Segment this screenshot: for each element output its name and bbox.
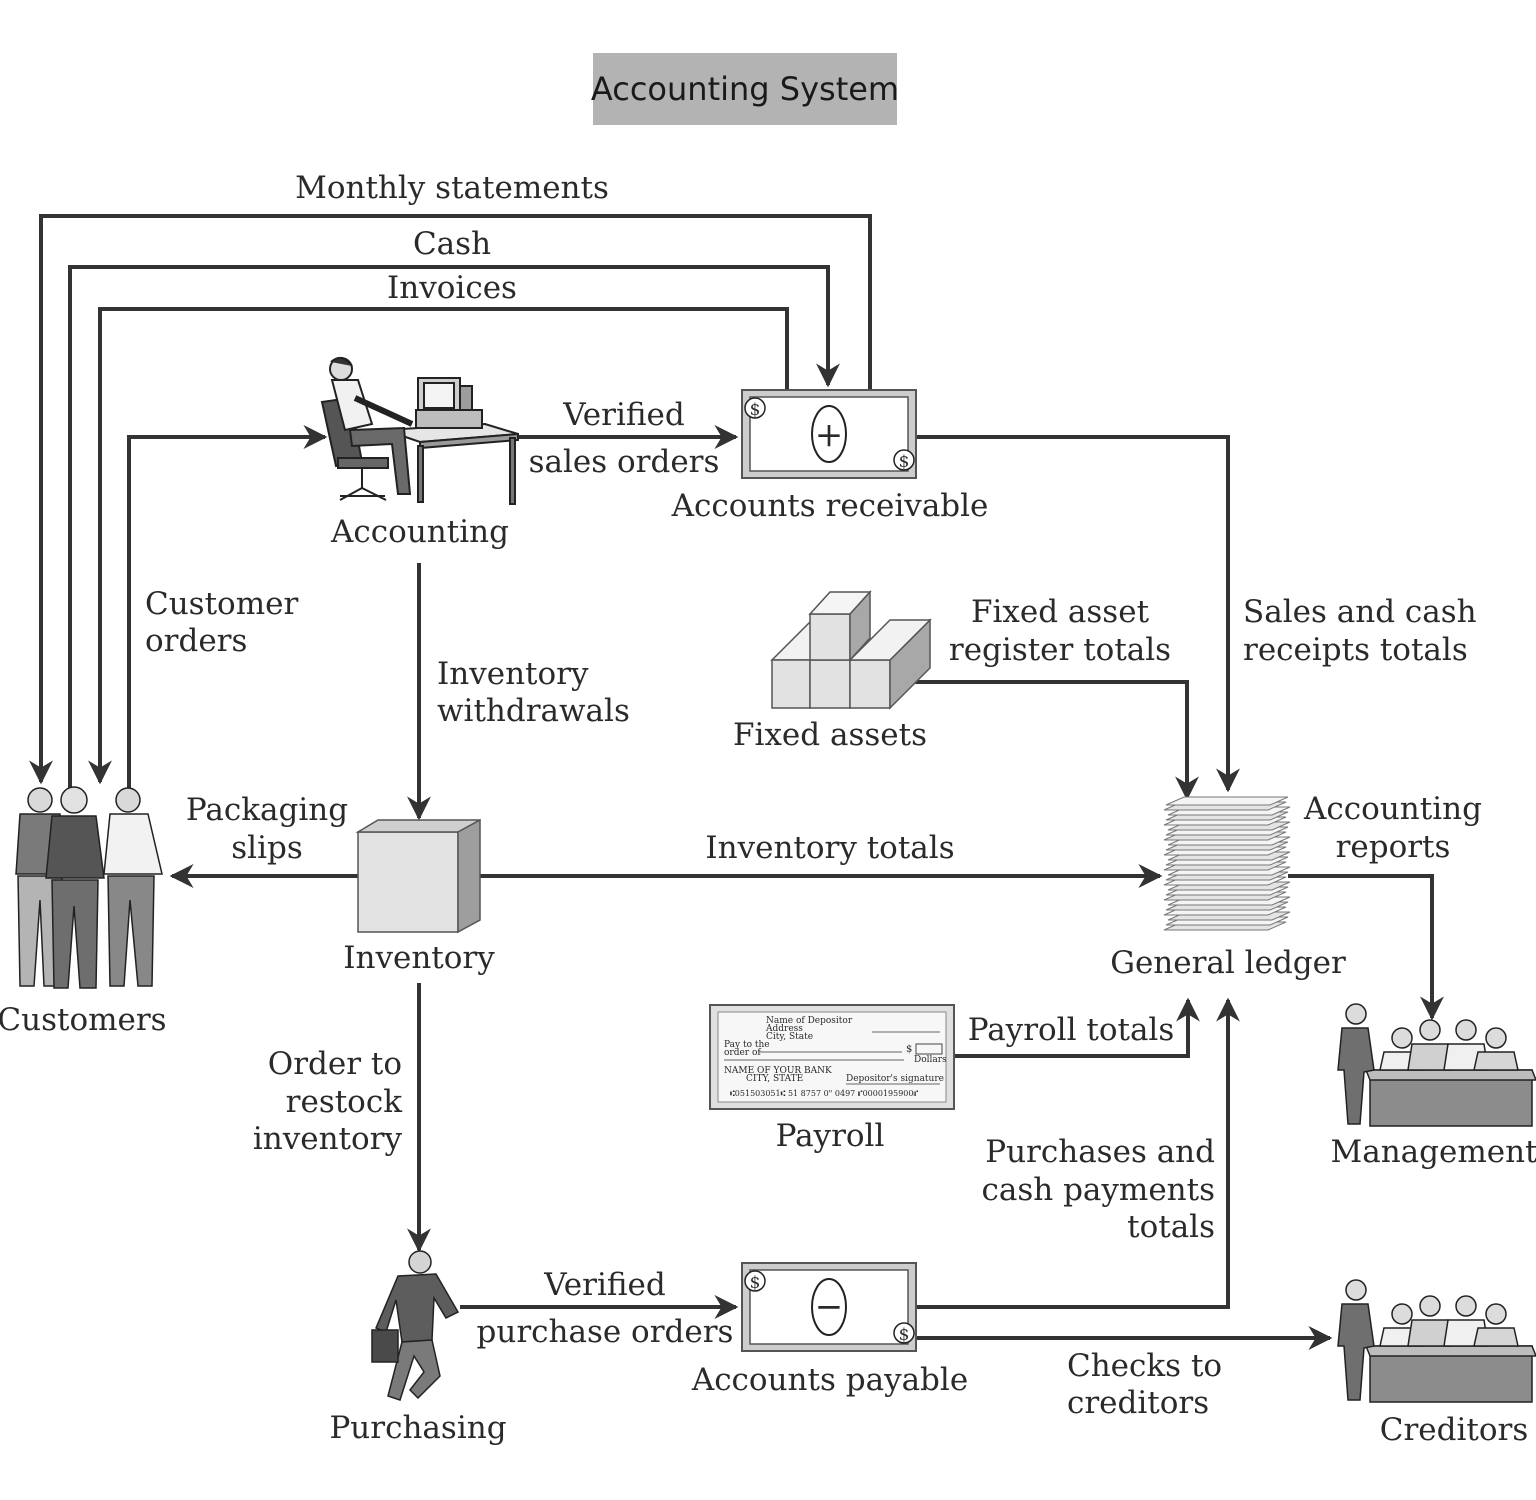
check-address: Address bbox=[765, 1024, 803, 1034]
cash-label: Cash bbox=[413, 226, 491, 262]
diagram-title: Accounting System bbox=[591, 70, 899, 108]
purchases-label-3: totals bbox=[1127, 1209, 1215, 1245]
payroll-check: Name of Depositor Address City, State Pa… bbox=[709, 1004, 955, 1110]
flow-customer-orders bbox=[127, 425, 328, 790]
management-label: Management bbox=[1330, 1134, 1536, 1170]
flow-accounting-reports bbox=[1288, 874, 1444, 1021]
invoices-label: Invoices bbox=[387, 270, 517, 306]
accounting-label: Accounting bbox=[330, 514, 509, 550]
payroll-totals-label: Payroll totals bbox=[968, 1012, 1175, 1048]
dollar-icon: $ bbox=[899, 452, 910, 472]
creditors-label: Creditors bbox=[1380, 1412, 1529, 1448]
monthly-statements-label: Monthly statements bbox=[295, 170, 609, 206]
flow-cash bbox=[68, 265, 840, 790]
purchases-label-2: cash payments bbox=[982, 1172, 1215, 1208]
fixed-assets-label: Fixed assets bbox=[733, 717, 927, 753]
restock-label-2: restock bbox=[286, 1084, 403, 1120]
flow-sales-cash-receipts bbox=[917, 435, 1240, 793]
check-depositor: Name of Depositor bbox=[766, 1016, 853, 1026]
purchasing-label: Purchasing bbox=[329, 1410, 506, 1446]
sales-cash-label-1: Sales and cash bbox=[1243, 594, 1477, 630]
fixed-asset-totals-label-2: register totals bbox=[949, 632, 1171, 668]
inventory-totals-label: Inventory totals bbox=[705, 830, 954, 866]
check-micr: ⑆051503051⑆ 51 8757 0" 0497 ⑈0000195900⑈ bbox=[730, 1089, 918, 1098]
customer-orders-label-1: Customer bbox=[145, 586, 298, 622]
management-icon bbox=[1337, 1003, 1536, 1127]
check-bank: NAME OF YOUR BANK bbox=[724, 1066, 832, 1076]
check-order-of: order of bbox=[724, 1048, 761, 1058]
verified-sales-label-2: sales orders bbox=[529, 444, 720, 480]
flow-monthly-statements bbox=[29, 214, 872, 785]
inventory-icon bbox=[355, 818, 481, 934]
verified-sales-label-1: Verified bbox=[562, 397, 685, 433]
creditors-icon bbox=[1337, 1279, 1536, 1403]
check-signature: Depositor's signature bbox=[846, 1074, 944, 1084]
flow-invoices bbox=[88, 307, 789, 785]
accounting-reports-label-1: Accounting bbox=[1303, 791, 1482, 827]
inventory-withdrawals-label-2: withdrawals bbox=[437, 693, 630, 729]
payroll-label: Payroll bbox=[776, 1118, 885, 1154]
check-dollar-sign: $ bbox=[906, 1044, 912, 1055]
flow-payroll-totals bbox=[955, 997, 1200, 1058]
flow-purchases-cash-payments bbox=[917, 997, 1240, 1309]
inventory-withdrawals-label-1: Inventory bbox=[437, 656, 589, 692]
fixed-asset-totals-label-1: Fixed asset bbox=[971, 594, 1150, 630]
dollar-icon: $ bbox=[899, 1325, 910, 1345]
purchasing-icon bbox=[371, 1250, 460, 1401]
accounts-payable-icon: − $ $ bbox=[741, 1262, 917, 1352]
checks-label-2: creditors bbox=[1067, 1385, 1209, 1421]
sales-cash-label-2: receipts totals bbox=[1243, 632, 1468, 668]
customers-icon bbox=[15, 786, 163, 989]
accounting-icon bbox=[320, 356, 519, 505]
customers-label: Customers bbox=[0, 1002, 167, 1038]
check-bank-city: CITY, STATE bbox=[746, 1074, 803, 1084]
packaging-slips-label-2: slips bbox=[231, 830, 303, 866]
accounts-receivable-icon: + $ $ bbox=[741, 389, 917, 479]
general-ledger-icon bbox=[1163, 796, 1291, 931]
flow-fixed-asset-totals bbox=[910, 680, 1199, 801]
inventory-label: Inventory bbox=[343, 940, 495, 976]
packaging-slips-label-1: Packaging bbox=[186, 792, 348, 828]
fixed-assets-icon bbox=[770, 590, 932, 710]
restock-label-1: Order to bbox=[268, 1046, 402, 1082]
accounting-reports-label-2: reports bbox=[1336, 829, 1451, 865]
accounts-receivable-label: Accounts receivable bbox=[671, 488, 989, 524]
purchases-label-1: Purchases and bbox=[985, 1134, 1215, 1170]
minus-sign: − bbox=[815, 1287, 844, 1327]
restock-label-3: inventory bbox=[253, 1121, 403, 1157]
check-city: City, State bbox=[766, 1032, 813, 1042]
title-box: Accounting System bbox=[591, 53, 899, 125]
verified-purchase-label-2: purchase orders bbox=[477, 1314, 734, 1350]
dollar-icon: $ bbox=[750, 400, 761, 420]
verified-purchase-label-1: Verified bbox=[543, 1267, 666, 1303]
ledger-sheet bbox=[1165, 796, 1289, 806]
accounts-payable-label: Accounts payable bbox=[691, 1362, 968, 1398]
check-dollars: Dollars bbox=[914, 1055, 947, 1065]
check-pay-to: Pay to the bbox=[724, 1040, 770, 1050]
dollar-icon: $ bbox=[750, 1273, 761, 1293]
general-ledger-label: General ledger bbox=[1110, 945, 1346, 981]
plus-sign: + bbox=[815, 415, 844, 455]
checks-label-1: Checks to bbox=[1067, 1348, 1222, 1384]
customer-orders-label-2: orders bbox=[145, 623, 247, 659]
